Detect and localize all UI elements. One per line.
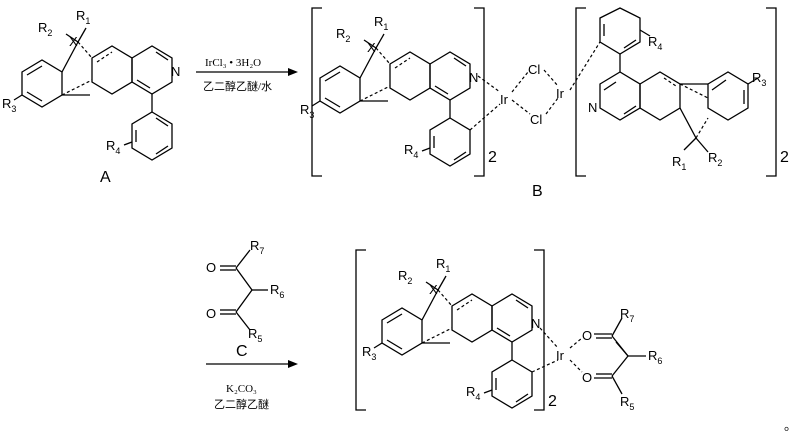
substituent-R1: R1: [76, 8, 90, 26]
compound-label-A: A: [100, 169, 111, 186]
atom-X: X: [69, 34, 78, 49]
P-atom-X: X: [429, 282, 438, 297]
P-atom-N: N: [531, 316, 540, 331]
atom-N: N: [171, 64, 180, 79]
arrow-head-2: [288, 360, 298, 368]
end-punctuation: 。: [784, 418, 797, 433]
P-substituent-R7: R7: [620, 306, 634, 324]
compound-A-structure: [13, 27, 173, 161]
B-atom-N-right: N: [588, 100, 597, 115]
bracket-left-close: [474, 7, 485, 177]
B-atom-Cl-top: Cl: [528, 62, 540, 77]
P-acac-ring: [569, 317, 646, 395]
compound-label-B: B: [532, 183, 543, 200]
C-atom-O-top: O: [206, 260, 216, 275]
B-multiplier-left: 2: [488, 149, 497, 166]
P-substituent-R2: R2: [398, 268, 412, 286]
substituent-R3: R3: [2, 96, 16, 114]
compound-B-right-ligand: [569, 7, 759, 153]
C-substituent-R5: R5: [248, 326, 262, 344]
B-atom-Ir-right: Ir: [556, 86, 565, 101]
B-substituent-R1: R1: [374, 14, 388, 32]
svg-text:X: X: [69, 34, 78, 49]
B-atom-N-left: N: [469, 70, 478, 85]
product-bracket-open: [355, 249, 366, 411]
P-atom-O-bottom: O: [582, 370, 592, 385]
P-atom-O-top: O: [582, 328, 592, 343]
P-substituent-R4: R4: [466, 384, 480, 402]
step1-reagent: IrCl₃ • 3H₂O: [205, 57, 261, 69]
B-atom-X: X: [367, 40, 376, 55]
compound-label-C: C: [236, 343, 248, 360]
product-ligand: [373, 275, 559, 409]
P-multiplier: 2: [548, 393, 557, 410]
B-substituent-R2: R2: [336, 26, 350, 44]
C-substituent-R7: R7: [250, 238, 264, 256]
step2-solvent: 乙二醇乙醚: [214, 397, 269, 411]
P-substituent-R1: R1: [436, 256, 450, 274]
B-substituent-R1-right: R1: [672, 154, 686, 172]
C-atom-O-bottom: O: [206, 306, 216, 321]
compound-B-left-ligand: [311, 33, 501, 167]
P-atom-Ir: Ir: [556, 348, 565, 363]
B-atom-Ir-left: Ir: [500, 92, 509, 107]
B-atom-Cl-bottom: Cl: [530, 112, 542, 127]
step2-base: K₂CO₃: [226, 383, 257, 395]
substituent-R2: R2: [38, 20, 52, 38]
B-substituent-R4-left: R4: [404, 142, 418, 160]
product-bracket-close: [534, 249, 545, 411]
bracket-right-close: [766, 7, 777, 177]
B-substituent-R3: R3: [300, 102, 314, 120]
P-substituent-R5: R5: [620, 394, 634, 412]
B-substituent-R4-right: R4: [648, 34, 662, 52]
B-chloride-bridge: [511, 69, 559, 115]
B-multiplier-right: 2: [780, 149, 789, 166]
B-substituent-R3-right: R3: [752, 70, 766, 88]
step1-solvent: 乙二醇乙醚/水: [203, 79, 272, 93]
P-substituent-R3: R3: [362, 344, 376, 362]
substituent-R4: R4: [106, 138, 120, 156]
arrow-head-1: [288, 68, 298, 76]
bracket-right-open: [575, 7, 586, 177]
B-substituent-R2-right: R2: [708, 150, 722, 168]
C-substituent-R6: R6: [270, 282, 284, 300]
compound-C-structure: [220, 249, 268, 331]
bracket-left-open: [311, 7, 322, 177]
P-substituent-R6: R6: [648, 348, 662, 366]
